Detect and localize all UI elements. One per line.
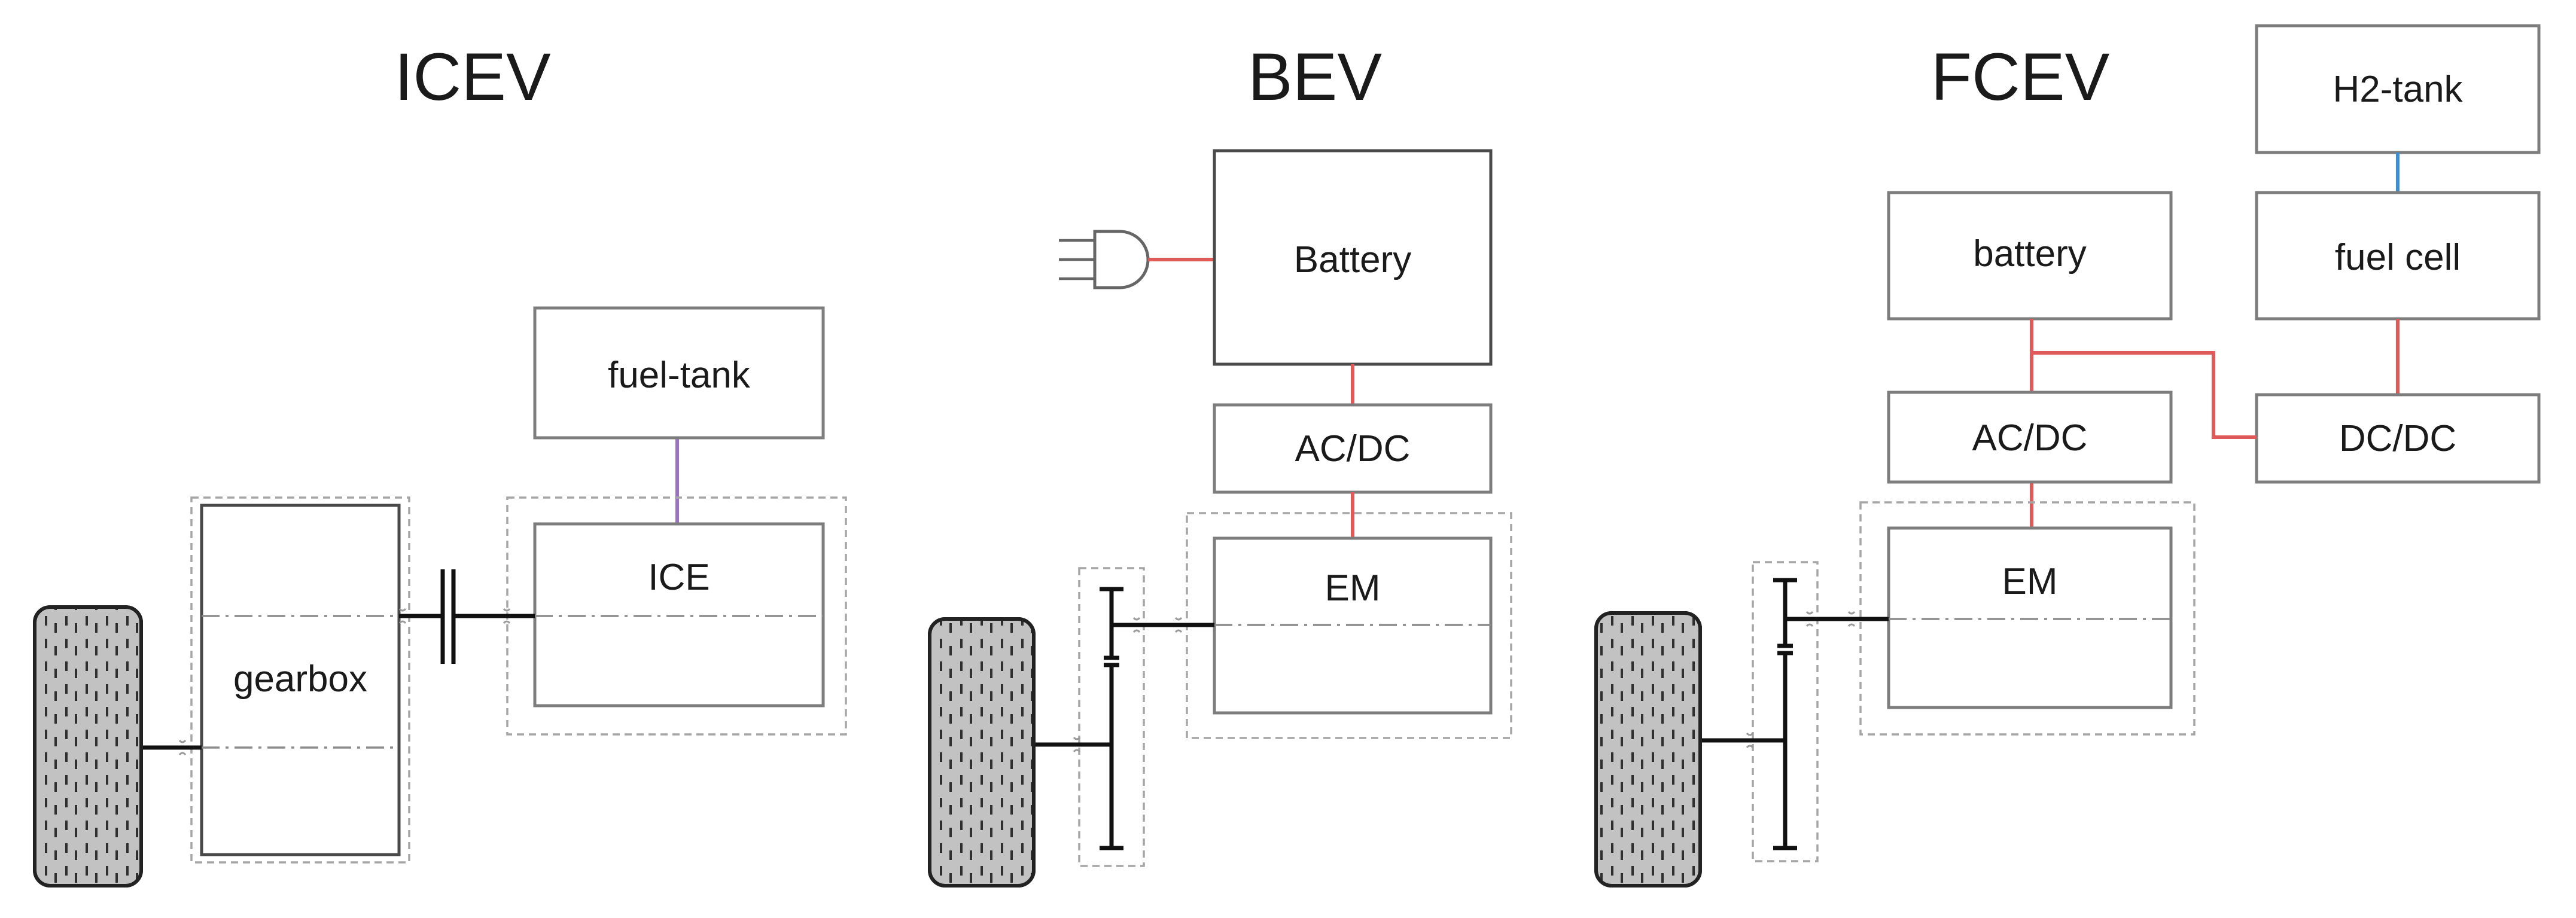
fcev-fuel-cell-block: fuel cell — [2255, 191, 2541, 321]
fcev-converter-label: AC/DC — [1972, 417, 2088, 459]
fcev-motor-housing — [1859, 501, 2196, 736]
fcev-h2-tank-label: H2-tank — [2333, 69, 2463, 110]
bev-converter-box — [1213, 403, 1493, 494]
fcev-gear-housing — [1752, 561, 1819, 862]
fcev-converter-box — [1887, 391, 2173, 484]
fcev-panel: FCEV H2-tank fuel cell DC/DC battery — [1594, 24, 2541, 887]
fcev-title: FCEV — [1931, 39, 2110, 114]
bev-converter-block: AC/DC — [1213, 403, 1493, 494]
fcev-motor-box — [1887, 526, 2173, 709]
fcev-fuel-cell-box — [2255, 191, 2541, 321]
bev-battery-box — [1213, 149, 1493, 366]
wheel-icon — [928, 617, 1036, 887]
icev-gearbox-block: gearbox — [200, 504, 401, 856]
fcev-fuel-cell-label: fuel cell — [2335, 237, 2461, 278]
clutch-icon — [399, 569, 535, 664]
icev-gearbox-box — [200, 504, 401, 856]
wheel-icon — [1594, 611, 1702, 887]
plug-icon — [1059, 230, 1150, 289]
icev-fuel-tank-label: fuel-tank — [608, 355, 751, 396]
bev-title: BEV — [1248, 39, 1382, 114]
bev-motor-label: EM — [1325, 568, 1381, 609]
fcev-converter-block: AC/DC — [1887, 391, 2173, 484]
bev-converter-label: AC/DC — [1295, 428, 1411, 469]
fcev-dcdc-box — [2255, 393, 2541, 484]
gear-icon — [1100, 587, 1123, 850]
icev-fuel-tank-box — [533, 306, 825, 440]
fcev-battery-label: battery — [1973, 233, 2087, 275]
icev-gearbox-housing — [190, 496, 410, 864]
fcev-motor-block: EM — [1887, 526, 2173, 709]
icev-bearing-icon — [178, 608, 511, 756]
fcev-battery-box — [1887, 191, 2173, 321]
icev-panel: ICEV fuel-tank ICE gearbox — [33, 39, 847, 887]
bev-panel: BEV Battery AC/DC EM — [928, 39, 1512, 887]
fcev-dcdc-label: DC/DC — [2339, 418, 2456, 459]
icev-gearbox-label: gearbox — [233, 658, 367, 700]
fcev-bearing-icon — [1746, 611, 1856, 749]
icev-title: ICEV — [394, 39, 551, 114]
fcev-h2-tank-block: H2-tank — [2255, 24, 2541, 154]
fcev-h2-tank-box — [2255, 24, 2541, 154]
icev-engine-block: ICE — [533, 522, 825, 707]
wheel-icon — [33, 605, 143, 887]
bev-battery-label: Battery — [1294, 239, 1411, 280]
bev-battery-block: Battery — [1213, 149, 1493, 366]
fcev-motor-label: EM — [2002, 561, 2058, 602]
icev-engine-box — [533, 522, 825, 707]
icev-engine-label: ICE — [648, 557, 710, 598]
fcev-electric-bus — [2030, 319, 2257, 528]
gear-icon — [1773, 578, 1797, 850]
bev-bearing-icon — [1073, 617, 1183, 753]
fcev-battery-block: battery — [1887, 191, 2173, 321]
fcev-dcdc-block: DC/DC — [2255, 393, 2541, 484]
bev-gear-housing — [1078, 567, 1145, 867]
icev-fuel-tank-block: fuel-tank — [533, 306, 825, 440]
